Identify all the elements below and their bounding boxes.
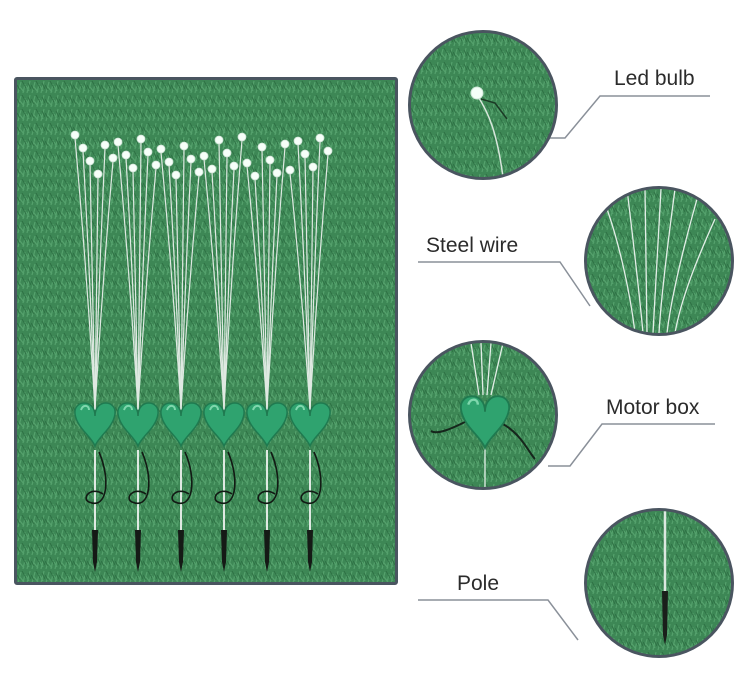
pole-stake <box>178 530 184 572</box>
led-bulb <box>78 143 88 153</box>
leader-line-pole <box>418 599 579 641</box>
steel-wire-detail <box>584 186 734 336</box>
led-bulb <box>156 144 166 154</box>
led-bulb <box>229 161 239 171</box>
leader-line-motor-box <box>548 423 715 467</box>
led-bulb-label: Led bulb <box>614 67 695 90</box>
led-bulb <box>199 151 209 161</box>
leader-line-steel-wire <box>418 261 591 307</box>
steel-wire-label: Steel wire <box>426 234 519 257</box>
led-bulb <box>323 146 333 156</box>
led-bulb <box>93 169 103 179</box>
led-bulb <box>300 149 310 159</box>
stake-light <box>199 132 247 572</box>
led-bulb <box>222 148 232 158</box>
led-bulb <box>207 164 217 174</box>
stake-light <box>242 139 290 572</box>
led-bulb <box>179 141 189 151</box>
stake-lights-group <box>70 130 333 572</box>
led-bulb <box>136 134 146 144</box>
led-bulb <box>70 130 80 140</box>
led-bulb-icon <box>470 86 484 100</box>
led-bulb <box>285 165 295 175</box>
pole-stake <box>221 530 227 572</box>
stake-light <box>70 130 118 572</box>
led-bulb <box>315 133 325 143</box>
led-bulb <box>194 167 204 177</box>
pole-stake <box>135 530 141 572</box>
led-bulb <box>272 168 282 178</box>
led-bulb <box>265 155 275 165</box>
led-bulb <box>128 163 138 173</box>
motor-box-label: Motor box <box>606 396 700 419</box>
led-bulb <box>250 171 260 181</box>
led-bulb <box>164 157 174 167</box>
motor-box-detail <box>408 340 558 490</box>
pole-stake <box>264 530 270 572</box>
leader-line-led-bulb <box>540 95 710 139</box>
led-bulb <box>257 142 267 152</box>
product-photo <box>14 77 398 585</box>
stake-light <box>113 134 161 572</box>
led-bulb <box>171 170 181 180</box>
led-bulb <box>186 154 196 164</box>
led-bulb-detail <box>408 30 558 180</box>
pole-label: Pole <box>457 572 500 595</box>
pole-stake <box>307 530 313 572</box>
led-bulb <box>100 140 110 150</box>
led-bulb <box>242 158 252 168</box>
led-bulb <box>85 156 95 166</box>
led-bulb <box>121 150 131 160</box>
led-bulb <box>113 137 123 147</box>
stake-light <box>156 141 204 572</box>
stake-light <box>285 133 333 572</box>
led-bulb <box>237 132 247 142</box>
led-bulb <box>151 160 161 170</box>
pole-detail <box>584 508 734 658</box>
led-bulb <box>280 139 290 149</box>
pole-stake <box>92 530 98 572</box>
led-bulb <box>214 135 224 145</box>
led-bulb <box>293 136 303 146</box>
led-bulb <box>308 162 318 172</box>
led-bulb <box>143 147 153 157</box>
led-bulb <box>108 153 118 163</box>
